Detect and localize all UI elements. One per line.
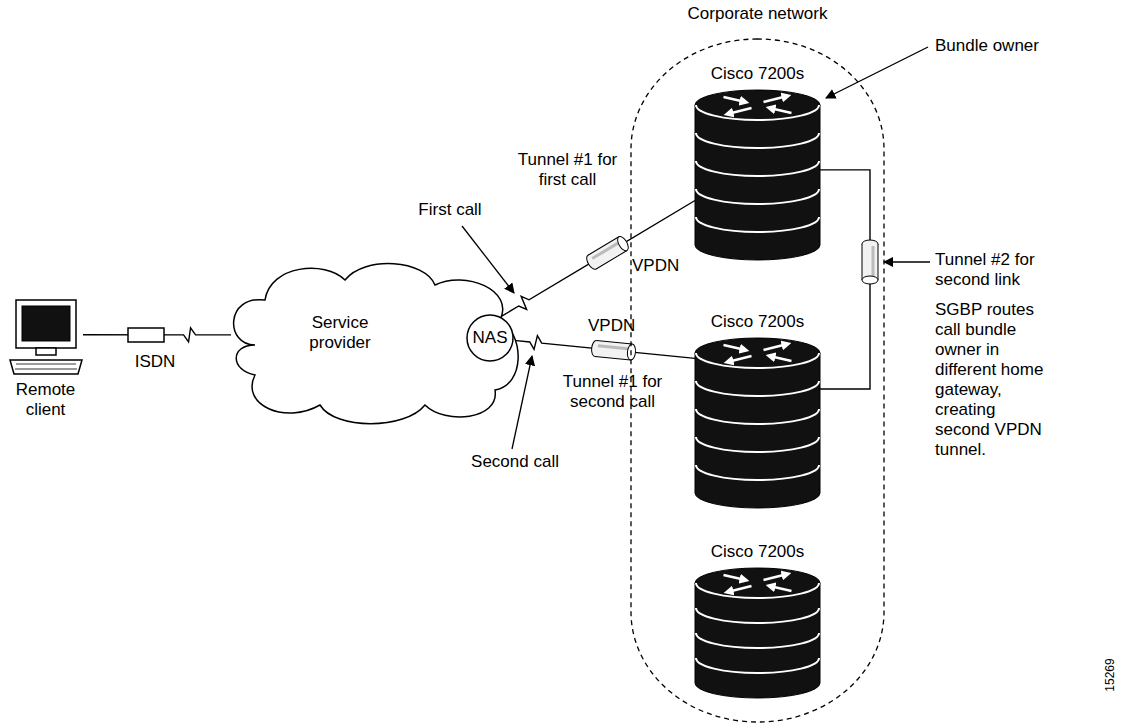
call-label-box: Second call bbox=[460, 452, 570, 472]
nas-label: NAS bbox=[473, 328, 508, 348]
tunnel-type-label: VPDN bbox=[588, 316, 648, 336]
device-label: Remote client bbox=[3, 380, 88, 420]
tunnel-icon bbox=[862, 240, 878, 284]
callout-label-box: Bundle owner bbox=[935, 36, 1085, 56]
router-heading-box: Cisco 7200s bbox=[665, 312, 850, 332]
call-label: Second call bbox=[460, 452, 570, 472]
nas-label-box: NAS bbox=[466, 314, 514, 362]
router-icon bbox=[695, 90, 820, 260]
router-heading: Cisco 7200s bbox=[665, 542, 850, 562]
tunnel-type-label: VPDN bbox=[632, 256, 692, 276]
router-heading-box: Cisco 7200s bbox=[665, 542, 850, 562]
call-label-box: First call bbox=[400, 200, 500, 220]
cloud-label: Service provider bbox=[295, 313, 385, 353]
group-heading: Corporate network bbox=[590, 4, 925, 24]
network-boundary bbox=[631, 39, 884, 722]
router-heading: Cisco 7200s bbox=[665, 312, 850, 332]
callout-label: Bundle owner bbox=[935, 36, 1085, 56]
link-line bbox=[83, 328, 231, 342]
call-label: First call bbox=[400, 200, 500, 220]
router-icon bbox=[695, 338, 820, 508]
note-text: SGBP routes call bundle owner in differe… bbox=[935, 300, 1053, 460]
interface-label-box: ISDN bbox=[125, 352, 185, 372]
figure-number: 15269 bbox=[1100, 655, 1120, 695]
interface-label: ISDN bbox=[125, 352, 185, 372]
tunnel-type-label-box: VPDN bbox=[632, 256, 692, 276]
cloud-node: Service provider NAS bbox=[225, 255, 525, 425]
leader-line bbox=[826, 47, 928, 98]
link-line bbox=[501, 201, 695, 317]
router-node: Cisco 7200s bbox=[695, 90, 820, 260]
callout-label: Tunnel #2 for second link bbox=[935, 250, 1050, 290]
circle-node: NAS bbox=[466, 314, 514, 362]
tunnel-label: Tunnel #1 for first call bbox=[515, 150, 620, 190]
computer-icon bbox=[10, 300, 82, 374]
figure-number-box: 15269 bbox=[1100, 655, 1120, 695]
cloud-label-box: Service provider bbox=[295, 313, 385, 353]
leader-line bbox=[884, 261, 930, 262]
tunnel-icon bbox=[591, 340, 636, 360]
router-heading: Cisco 7200s bbox=[665, 64, 850, 84]
group-heading-box: Corporate network bbox=[590, 4, 925, 24]
router-outline bbox=[695, 90, 820, 260]
note-text-box: SGBP routes call bundle owner in differe… bbox=[935, 300, 1053, 460]
pc-node: Remote client bbox=[8, 298, 83, 413]
callout-label-box: Tunnel #2 for second link bbox=[935, 250, 1050, 290]
cloud-shape bbox=[234, 264, 519, 424]
tunnel-label-box: Tunnel #1 for first call bbox=[515, 150, 620, 190]
router-outline bbox=[695, 568, 820, 698]
nas-circle bbox=[467, 315, 513, 361]
tunnel-label: Tunnel #1 for second call bbox=[550, 372, 675, 412]
tunnel-icon bbox=[585, 235, 631, 271]
router-node: Cisco 7200s bbox=[695, 568, 820, 698]
device-label-box: Remote client bbox=[3, 380, 88, 420]
router-icon bbox=[695, 568, 820, 698]
tunnel-type-label-box: VPDN bbox=[588, 316, 648, 336]
router-heading-box: Cisco 7200s bbox=[665, 64, 850, 84]
isdn-adapter bbox=[128, 328, 164, 342]
tunnel-label-box: Tunnel #1 for second call bbox=[550, 372, 675, 412]
router-node: Cisco 7200s bbox=[695, 338, 820, 508]
capsule-node: Corporate networkCisco 7200sCisco 7200sC… bbox=[630, 38, 885, 723]
router-outline bbox=[695, 338, 820, 508]
